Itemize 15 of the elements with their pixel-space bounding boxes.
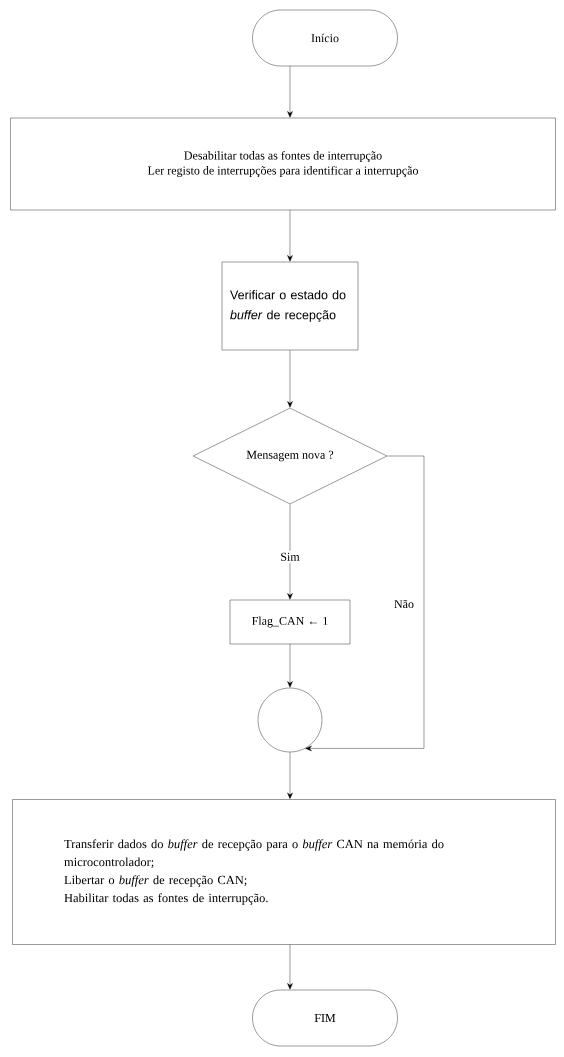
arrow <box>287 944 293 990</box>
arrow <box>287 752 293 799</box>
arrow <box>287 66 293 118</box>
arrow <box>287 210 293 262</box>
edge-label: Não <box>392 597 416 611</box>
connector-circle <box>257 687 323 753</box>
arrow <box>305 455 425 752</box>
arrow <box>287 644 293 688</box>
arrow <box>287 350 293 408</box>
process-box: Verificar o estado do buffer de recepção <box>221 261 359 351</box>
edge-label: Sim <box>278 550 302 563</box>
process-box: Transferir dados do buffer de recepção para o buffer CAN na memória do microcontrolador; Libertar o buffer de recepção CAN; Habilitar todas as fontes de interrupção. <box>12 799 556 945</box>
process-box: Desabilitar todas as fontes de interrupção Ler registo de interrupções para identificar a interrupção <box>10 117 556 211</box>
process-box: Flag_CAN ← 1 <box>229 599 351 645</box>
arrow <box>287 504 293 600</box>
